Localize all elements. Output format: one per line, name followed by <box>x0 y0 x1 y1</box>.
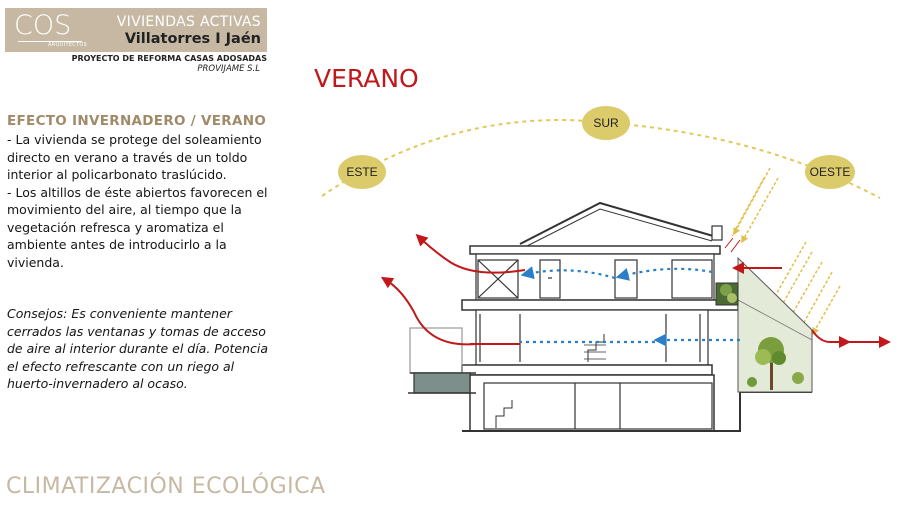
description: - La vivienda se protege del soleamiento… <box>7 131 282 271</box>
header-banner: COS ARQUITECTOS VIVIENDAS ACTIVAS Villat… <box>5 8 267 52</box>
header-title: VIVIENDAS ACTIVAS <box>116 14 261 30</box>
client-name: PROVIJAME S.L <box>197 64 260 74</box>
logo-text: COS <box>14 10 72 41</box>
sun-label-south: SUR <box>593 116 619 130</box>
sun-label-west: OESTE <box>810 165 851 179</box>
section-title: EFECTO INVERNADERO / VERANO <box>7 113 267 129</box>
cool-air-flows <box>520 266 740 347</box>
header-subtitle: Villatorres I Jaén <box>124 31 261 47</box>
greenhouse <box>715 256 813 393</box>
sun-badge-south: SUR <box>582 106 630 140</box>
description-paragraph-1: - La vivienda se protege del soleamiento… <box>7 132 262 182</box>
house-section <box>408 201 812 432</box>
logo-subtitle: ARQUITECTOS <box>48 42 88 48</box>
sun-path-arc <box>321 119 881 199</box>
hot-air-flows <box>380 233 891 348</box>
project-name: PROYECTO DE REFORMA CASAS ADOSADAS <box>71 54 267 63</box>
sun-label-east: ESTE <box>346 165 377 179</box>
sun-badge-east: ESTE <box>338 155 386 189</box>
season-title: VERANO <box>314 64 419 93</box>
advice-text: Consejos: Es conveniente mantener cerrad… <box>7 306 268 391</box>
sun-badge-west: OESTE <box>805 155 855 189</box>
logo-divider <box>18 41 82 42</box>
description-paragraph-2: - Los altillos de éste abiertos favorece… <box>7 184 268 270</box>
logo: COS ARQUITECTOS <box>10 10 87 50</box>
footer-title: CLIMATIZACIÓN ECOLÓGICA <box>6 474 326 499</box>
